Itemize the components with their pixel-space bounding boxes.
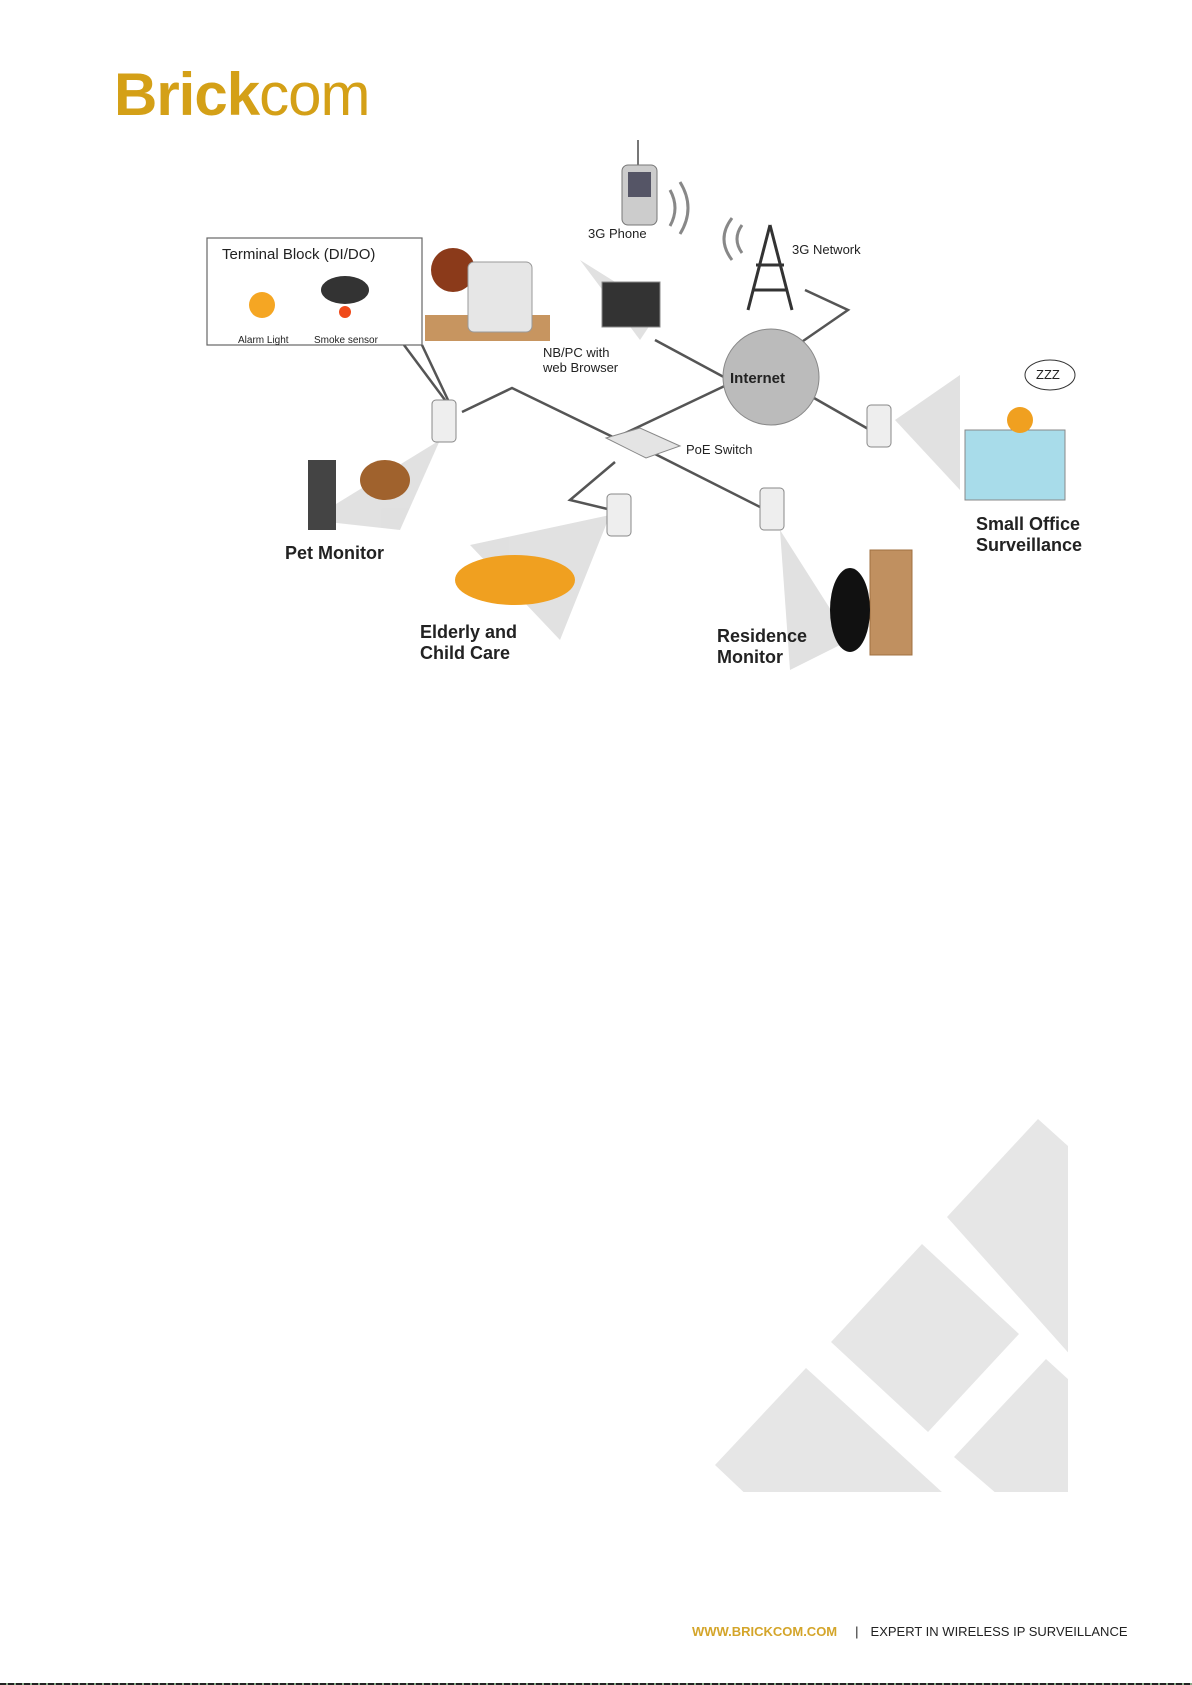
3g-phone-label: 3G Phone: [588, 226, 647, 241]
link-line: [654, 452, 771, 514]
camera-view-cone: [780, 530, 850, 670]
label-line: Child Care: [420, 643, 511, 663]
camera-icon: [759, 487, 785, 531]
sleeping-person-icon: [1007, 407, 1033, 433]
alarm-light-icon: [249, 292, 275, 318]
diamond-shape: [715, 1368, 942, 1492]
terminal-block-label: Terminal Block (DI/DO): [222, 246, 376, 263]
burglar-icon: [830, 568, 870, 652]
internet-label: Internet: [730, 370, 786, 387]
footer-tagline: EXPERT IN WIRELESS IP SURVEILLANCE: [870, 1624, 1128, 1639]
zzz-label: ZZZ: [1036, 367, 1060, 382]
link-line: [567, 461, 621, 514]
zzz-bubble-icon: [1024, 359, 1076, 391]
dog-icon: [360, 460, 410, 500]
label-line: Surveillance: [976, 535, 1083, 555]
3g-network-label: 3G Network: [792, 242, 861, 257]
website-link[interactable]: WWW.BRICKCOM.COM: [692, 1624, 838, 1639]
label-line: Elderly and: [420, 622, 518, 642]
camera-icon: [866, 404, 892, 448]
poe-switch-icon: [604, 427, 682, 459]
label-line: Monitor: [717, 647, 783, 667]
label-line: Small Office: [976, 514, 1081, 534]
logo-bold: Brick: [114, 61, 260, 128]
door-icon: [869, 549, 913, 656]
link-line: [789, 288, 851, 352]
link-line: [420, 344, 450, 401]
pet-monitor-label: Pet Monitor: [285, 543, 384, 563]
child-on-tiger-icon: [455, 555, 575, 605]
diamond-shape: [947, 1119, 1068, 1353]
network-diagram: [206, 140, 1076, 670]
smoke-sensor-label: Smoke sensor: [314, 335, 378, 346]
link-line: [402, 344, 447, 401]
bottom-rule: [0, 1683, 1192, 1685]
terminal-block-box: [206, 237, 423, 346]
person-icon: [431, 248, 475, 292]
diamond-shape: [831, 1244, 1019, 1432]
pc-label-line: web Browser: [543, 360, 619, 375]
logo-light: com: [259, 61, 370, 128]
camera-icon: [606, 493, 632, 537]
link-line: [614, 380, 734, 440]
tv-icon: [308, 460, 336, 530]
poe-switch-label: PoE Switch: [686, 442, 753, 457]
office-desk-icon: [964, 429, 1066, 501]
brickcom-logo: Brickcom: [114, 60, 370, 130]
3g-tower-icon: [746, 224, 794, 311]
label-line: Residence: [717, 626, 808, 646]
footer-separator: |: [855, 1624, 859, 1639]
pc-label-line: NB/PC with: [543, 345, 610, 360]
pc-monitor-icon: [601, 281, 661, 328]
smoke-sensor-icon: [321, 276, 369, 304]
internet-globe-icon: [722, 328, 820, 426]
link-line: [461, 386, 616, 440]
diamond-shape: [954, 1359, 1068, 1492]
link-line: [654, 338, 734, 384]
camera-view-cone: [895, 375, 960, 490]
camera-icon: [431, 399, 457, 443]
alarm-light-label: Alarm Light: [238, 335, 289, 346]
footer: WWW.BRICKCOM.COM | EXPERT IN WIRELESS IP S…: [692, 1624, 1128, 1639]
